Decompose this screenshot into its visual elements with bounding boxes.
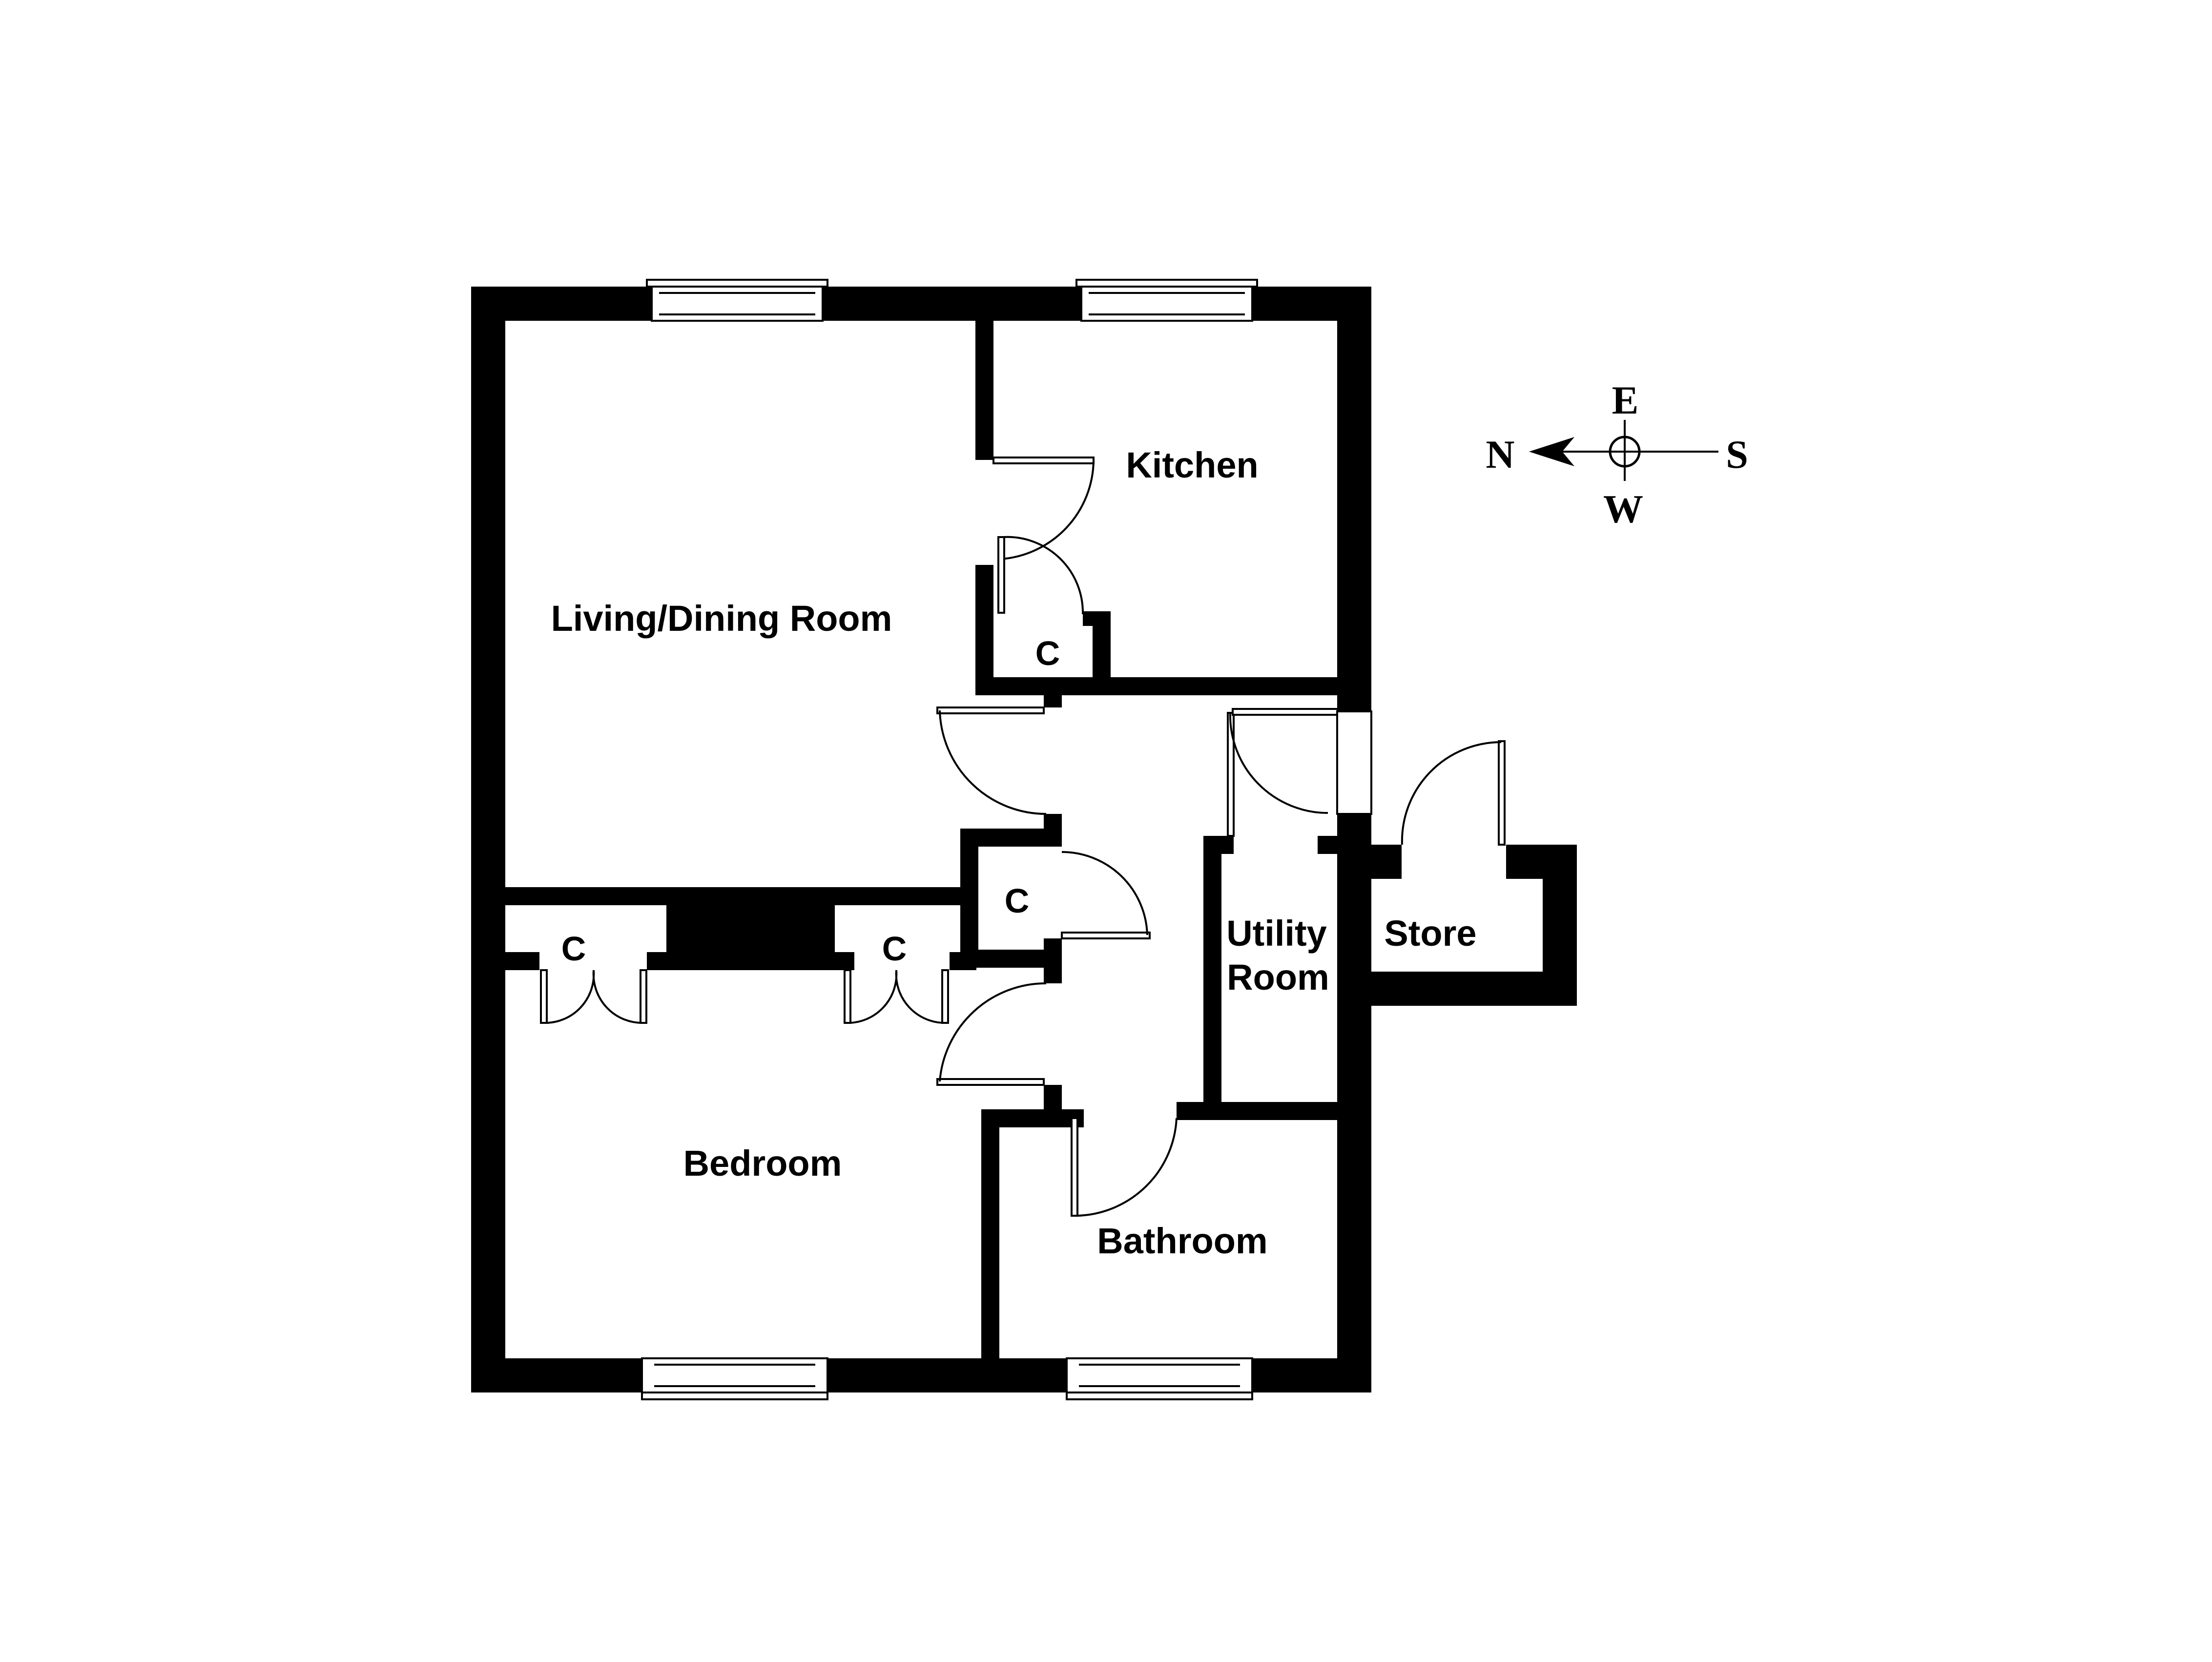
utility-wall-left-cap <box>1203 836 1234 854</box>
door-hall-outer-frame <box>1336 710 1372 815</box>
compass-east: E <box>1612 378 1639 422</box>
windows <box>641 279 1258 1400</box>
label-utility: Utility <box>1226 913 1327 954</box>
door-wardrobe-left <box>540 969 647 1024</box>
door-wardrobe-right <box>844 969 949 1024</box>
kitchen-cupboard-wall-bottom <box>975 677 1093 695</box>
label-kitchen-cupboard: C <box>1035 634 1060 672</box>
compass-arrow-icon <box>1529 437 1574 466</box>
store-wall-top-left <box>1371 845 1402 879</box>
label-utility-room: Room <box>1227 957 1329 997</box>
window-living-top <box>646 279 828 322</box>
label-bathroom: Bathroom <box>1097 1221 1267 1261</box>
door-kitchen <box>992 457 1095 560</box>
wardrobe-wall-mid-left <box>647 952 666 970</box>
store-wall-bottom <box>1371 972 1577 1006</box>
door-store <box>1401 740 1506 846</box>
utility-door-jamb <box>1318 836 1337 854</box>
wardrobe-wall-left <box>505 952 539 970</box>
kitchen-cupboard-wall-left <box>975 565 993 695</box>
window-kitchen-top <box>1075 279 1258 322</box>
outer-wall-right-lower <box>1337 814 1371 1392</box>
utility-wall-left <box>1203 836 1221 1120</box>
label-living-dining: Living/Dining Room <box>551 598 892 639</box>
kitchen-wall-bottom <box>1093 677 1337 695</box>
kitchen-cupboard-jamb <box>1083 611 1111 626</box>
wardrobe-wall-mid-right <box>835 952 854 970</box>
outer-wall-left <box>471 287 505 1392</box>
hall-cupboard-wall-bottom <box>960 950 1060 968</box>
compass-center-icon <box>1609 436 1641 468</box>
chimney-breast <box>666 887 835 970</box>
label-wardrobe-right: C <box>882 930 907 968</box>
bathroom-wall-top-left <box>981 1109 1084 1127</box>
door-living-room <box>936 706 1047 815</box>
label-wardrobe-left: C <box>561 930 586 968</box>
room-labels: Living/Dining Room Kitchen Bedroom Bathr… <box>551 445 1477 1261</box>
walls <box>471 287 1577 1392</box>
door-hall-cupboard <box>1061 851 1151 939</box>
kitchen-wall-left <box>975 321 993 460</box>
hall-cupboard-wall-left <box>960 829 978 968</box>
closet-labels: C C C C <box>561 634 1060 968</box>
compass-west: W <box>1603 487 1643 531</box>
label-bedroom: Bedroom <box>683 1143 842 1184</box>
window-bathroom-bottom <box>1066 1357 1253 1400</box>
label-hall-cupboard: C <box>1005 882 1030 920</box>
compass-north: N <box>1486 432 1514 477</box>
door-bathroom <box>1071 1117 1178 1217</box>
door-kitchen-cupboard <box>997 536 1084 615</box>
bathroom-wall-top-right <box>1177 1102 1337 1120</box>
door-bedroom <box>936 982 1047 1086</box>
living-door-jamb-top <box>1044 677 1062 707</box>
compass: N E S W <box>1486 378 1748 531</box>
bathroom-door-jamb <box>1044 1085 1062 1127</box>
compass-south: S <box>1726 432 1748 477</box>
label-kitchen: Kitchen <box>1126 445 1258 485</box>
window-bedroom-bottom <box>641 1357 828 1400</box>
bathroom-wall-left <box>981 1109 999 1358</box>
hall-cupboard-jamb-top <box>1044 814 1062 847</box>
doors <box>540 457 1506 1217</box>
hall-cupboard-jamb-bottom <box>1044 938 1062 983</box>
label-store: Store <box>1384 913 1476 954</box>
door-utility <box>1227 708 1339 837</box>
outer-wall-right-upper <box>1337 287 1371 711</box>
